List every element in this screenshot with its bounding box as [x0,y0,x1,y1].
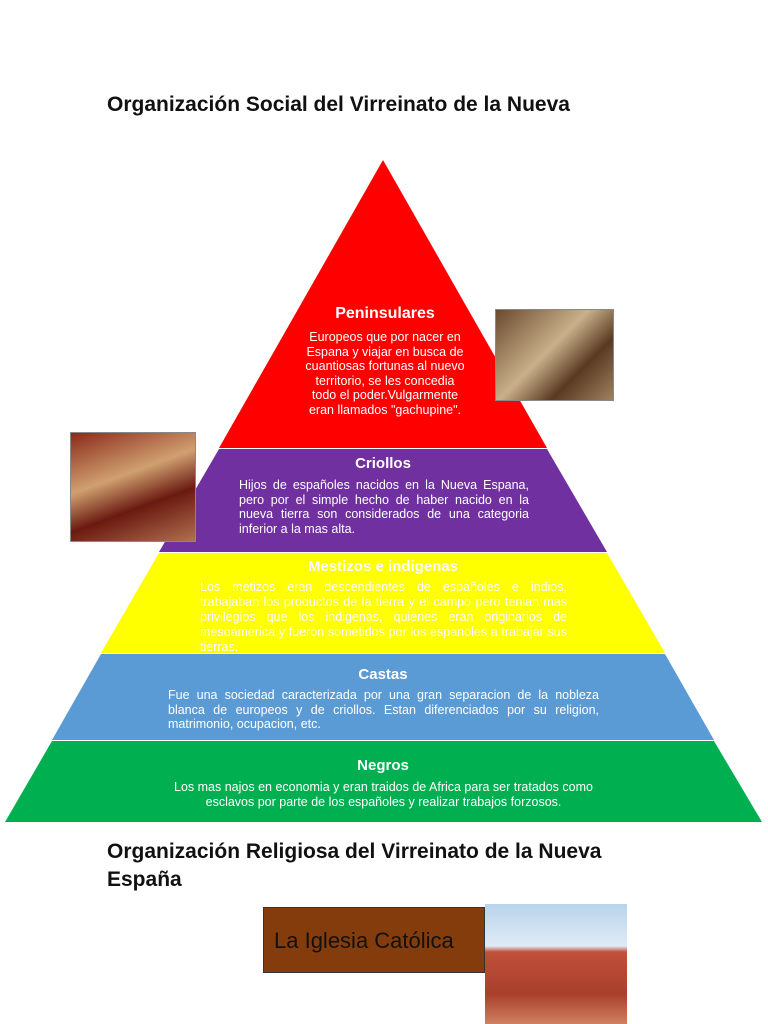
level-mestizos [101,553,665,653]
social-title: Organización Social del Virreinato de la… [107,93,570,116]
level-peninsulares [219,160,547,448]
religious-title: Organización Religiosa del Virreinato de… [107,840,602,891]
level-castas [52,654,714,740]
peninsulares-title: Peninsulares [335,305,435,322]
castas-title: Castas [358,666,408,683]
peninsulares-body: Europeos que por nacer en Espana y viaja… [305,330,465,417]
criollos-title: Criollos [355,455,411,472]
church-image [485,904,627,1024]
social-pyramid [5,160,762,822]
negros-title: Negros [357,757,409,774]
painting-court-image [70,432,196,542]
negros-body: Los mas najos en economia y eran traidos… [174,780,593,809]
level-negros [5,741,762,822]
castas-body: Fue una sociedad caracterizada por una g… [168,688,599,731]
level-criollos [159,449,607,552]
church-label-box: La Iglesia Católica [263,907,485,973]
criollos-body: Hijos de españoles nacidos en la Nueva E… [239,478,529,536]
mestizos-title: Mestizos e indigenas [307,558,459,575]
mestizos-body: Los metizos eran descendientes de españo… [200,580,567,654]
church-label: La Iglesia Católica [274,928,454,953]
painting-family-image [495,309,614,401]
